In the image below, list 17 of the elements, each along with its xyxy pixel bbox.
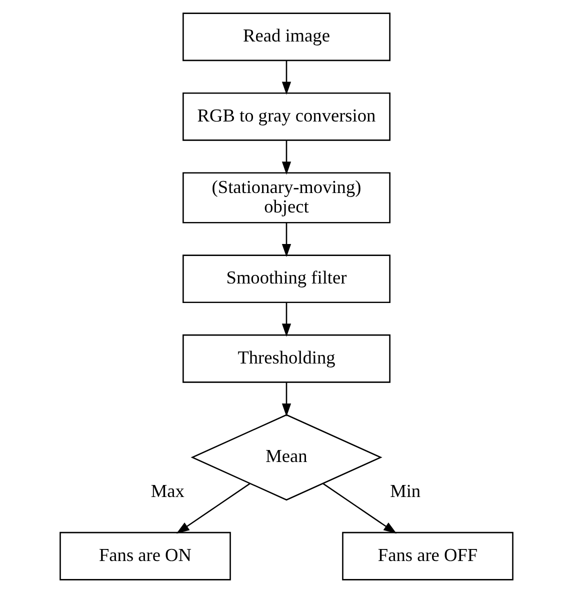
arrow: [176, 483, 250, 534]
node-box: Fans are ON: [59, 532, 230, 580]
arrow: [281, 302, 291, 337]
edge-label: Max: [150, 480, 184, 501]
node-box: Thresholding: [182, 334, 390, 383]
node-box: (Stationary-moving) object: [182, 172, 390, 224]
arrow: [281, 222, 291, 258]
node-diamond: Mean: [190, 414, 382, 501]
arrow: [281, 382, 291, 417]
arrow: [322, 483, 396, 534]
node-box: RGB to gray conversion: [182, 92, 390, 141]
node-box: Fans are OFF: [342, 532, 513, 580]
node-box: Smoothing filter: [182, 254, 390, 304]
node-box: Read image: [182, 12, 390, 62]
arrow: [281, 140, 291, 175]
arrow: [281, 60, 291, 95]
edge-label: Min: [390, 480, 420, 501]
